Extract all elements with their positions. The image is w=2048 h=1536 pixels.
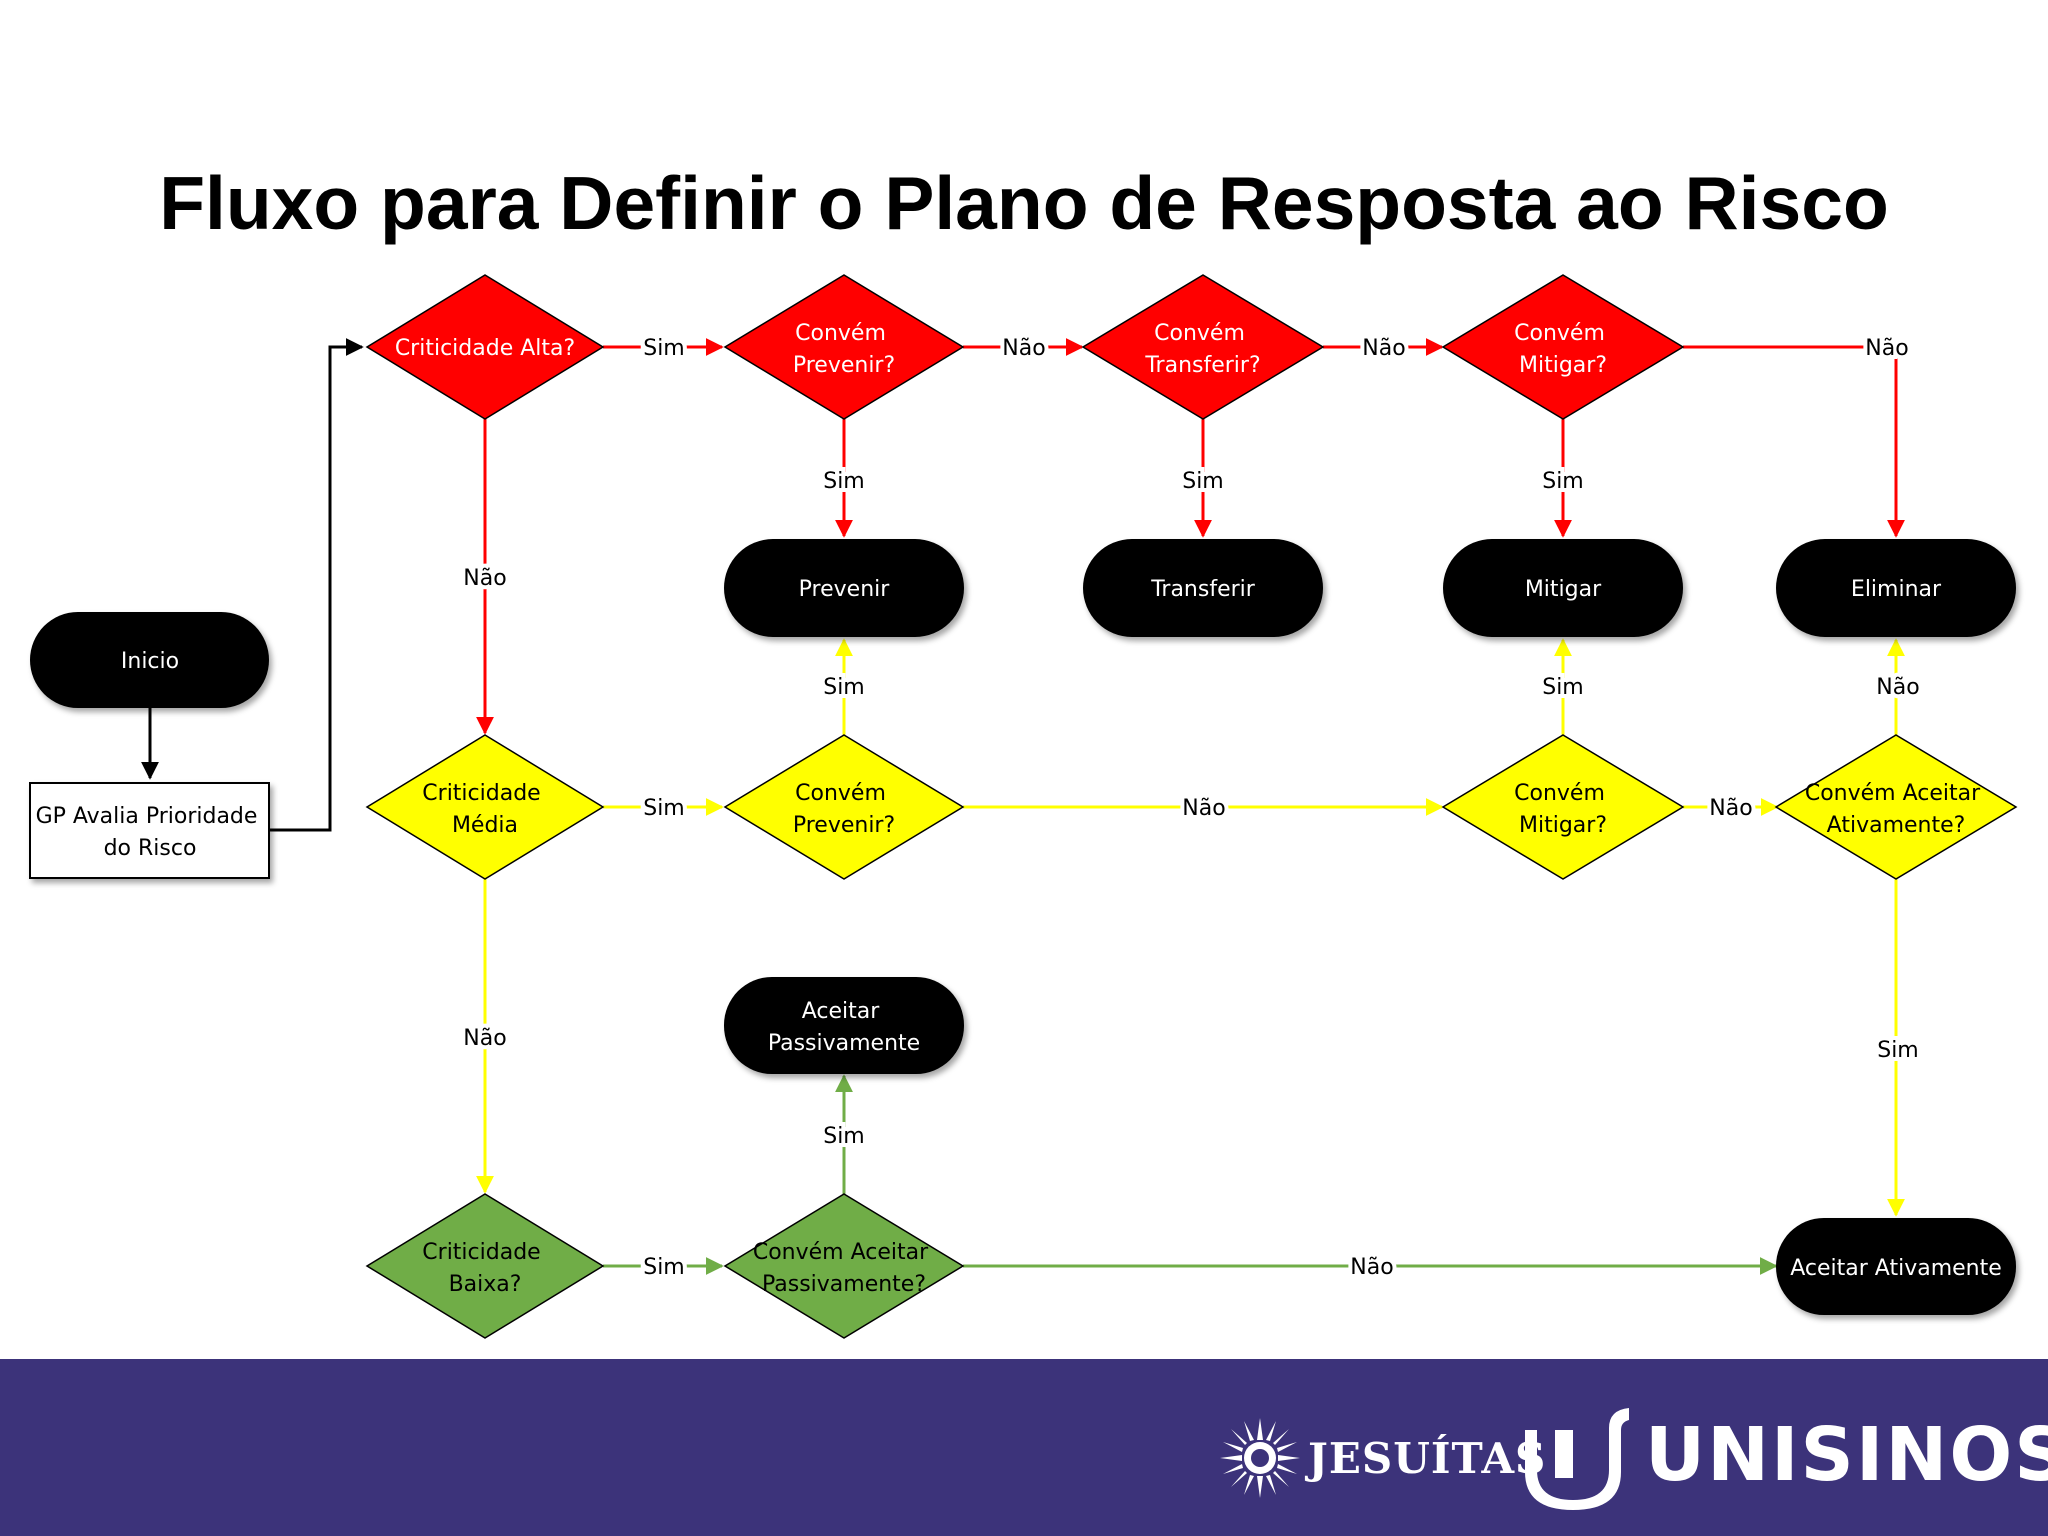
svg-text:Convém Mitigar?: Convém Mitigar? xyxy=(1514,781,1612,838)
decision-mitigar-red-line2: Mitigar? xyxy=(1519,353,1607,378)
nodes: Inicio GP Avalia Prioridade do Risco Cri… xyxy=(29,274,2018,1339)
node-inicio: Inicio xyxy=(30,612,269,708)
edge-label: Sim xyxy=(643,1255,685,1280)
unisinos-logo: UNISINOS xyxy=(1525,1400,2048,1510)
terminal-mitigar: Mitigar xyxy=(1443,539,1683,637)
decision-aceitar-ativamente-line1: Convém Aceitar xyxy=(1805,781,1981,806)
decision-transferir-red-line2: Transferir? xyxy=(1144,353,1260,378)
svg-text:Convém Mitigar?: Convém Mitigar? xyxy=(1514,321,1612,378)
svg-text:Convém Prevenir?: Convém Prevenir? xyxy=(793,781,895,838)
decision-prevenir-red-line2: Prevenir? xyxy=(793,353,895,378)
flowchart: Sim Não Não Não Sim Sim Sim Não Sim Sim … xyxy=(29,274,2018,1339)
terminal-transferir-label: Transferir xyxy=(1150,577,1256,602)
svg-text:Convém Aceitar Ativame: Convém Aceitar Ativamente? xyxy=(1805,781,1987,838)
edge-label: Não xyxy=(1002,336,1045,361)
terminal-aceitar-passivamente-line2: Passivamente xyxy=(768,1031,920,1056)
edge-avalia-alta xyxy=(270,338,364,832)
edge-label: Sim xyxy=(643,336,685,361)
decision-aceitar-ativamente: Convém Aceitar Ativamente? xyxy=(1774,734,2018,880)
svg-text:GP Avalia Prioridade d: GP Avalia Prioridade do Risco xyxy=(36,804,265,861)
node-avalia-line1: GP Avalia Prioridade xyxy=(36,804,258,829)
slide-title: Fluxo para Definir o Plano de Resposta a… xyxy=(159,161,1889,245)
decision-criticidade-baixa-line1: Criticidade xyxy=(422,1240,540,1265)
decision-prevenir-yellow-line1: Convém xyxy=(795,781,886,806)
svg-text:Criticidade Alta?: Criticidade Alta? xyxy=(395,336,575,361)
terminal-eliminar-label: Eliminar xyxy=(1851,577,1942,602)
edge-label: Sim xyxy=(823,469,865,494)
svg-text:Criticidade Média: Criticidade Média xyxy=(422,781,547,838)
edge-label: Sim xyxy=(1877,1038,1919,1063)
edge-mitigar-eliminar xyxy=(1683,345,1905,538)
decision-aceitar-passivamente-line1: Convém Aceitar xyxy=(753,1240,929,1265)
jesuitas-wordmark: JESUÍTAS xyxy=(1308,1433,1547,1483)
svg-text:Convém Prevenir?: Convém Prevenir? xyxy=(793,321,895,378)
edge-label: Não xyxy=(463,1026,506,1051)
decision-criticidade-baixa-line2: Baixa? xyxy=(449,1272,522,1297)
node-avalia-line2: do Risco xyxy=(104,836,197,861)
edge-labels: Sim Não Não Não Sim Sim Sim Não Sim Sim … xyxy=(459,332,1923,1284)
terminal-eliminar: Eliminar xyxy=(1776,539,2016,637)
terminal-prevenir: Prevenir xyxy=(724,539,964,637)
svg-text:Aceitar Passivamente: Aceitar Passivamente xyxy=(768,999,920,1056)
terminal-aceitar-ativamente: Aceitar Ativamente xyxy=(1776,1218,2016,1315)
terminal-prevenir-label: Prevenir xyxy=(799,577,891,602)
edge-label: Sim xyxy=(1542,469,1584,494)
sunburst-icon xyxy=(1220,1418,1300,1498)
svg-text:Criticidade Baixa?: Criticidade Baixa? xyxy=(422,1240,547,1297)
decision-mitigar-yellow-line1: Convém xyxy=(1514,781,1605,806)
terminal-aceitar-passivamente-line1: Aceitar xyxy=(802,999,881,1024)
edge-label: Sim xyxy=(1182,469,1224,494)
node-inicio-label: Inicio xyxy=(121,649,179,674)
decision-mitigar-red: Convém Mitigar? xyxy=(1441,274,1685,420)
edge-label: Sim xyxy=(823,1124,865,1149)
svg-text:Aceitar Ativamente: Aceitar Ativamente xyxy=(1790,1256,2002,1281)
svg-text:Mitigar: Mitigar xyxy=(1525,577,1602,602)
footer-band xyxy=(0,1359,2048,1536)
decision-prevenir-red: Convém Prevenir? xyxy=(723,274,965,420)
edge-label: Sim xyxy=(1542,675,1584,700)
jesuitas-logo: JESUÍTAS xyxy=(1220,1418,1546,1498)
edge-label: Não xyxy=(1182,796,1225,821)
edge-label: Sim xyxy=(823,675,865,700)
edge-label: Não xyxy=(1362,336,1405,361)
svg-text:Eliminar: Eliminar xyxy=(1851,577,1942,602)
unisinos-u-icon xyxy=(1525,1408,1629,1510)
decision-mitigar-yellow: Convém Mitigar? xyxy=(1441,734,1685,880)
terminal-aceitar-ativamente-label: Aceitar Ativamente xyxy=(1790,1256,2002,1281)
decision-aceitar-passivamente: Convém Aceitar Passivamente? xyxy=(723,1193,965,1339)
edge-label: Sim xyxy=(643,796,685,821)
decision-transferir-red-line1: Convém xyxy=(1154,321,1245,346)
decision-prevenir-yellow: Convém Prevenir? xyxy=(723,734,965,880)
edge-label: Não xyxy=(1350,1255,1393,1280)
decision-criticidade-alta: Criticidade Alta? xyxy=(365,274,605,420)
terminal-transferir: Transferir xyxy=(1083,539,1323,637)
svg-text:Convém Transferir?: Convém Transferir? xyxy=(1144,321,1260,378)
decision-prevenir-yellow-line2: Prevenir? xyxy=(793,813,895,838)
connectors xyxy=(141,338,1905,1275)
edge-label: Não xyxy=(1876,675,1919,700)
decision-criticidade-baixa: Criticidade Baixa? xyxy=(365,1193,605,1339)
decision-aceitar-passivamente-line2: Passivamente? xyxy=(762,1272,926,1297)
edge-label: Não xyxy=(1709,796,1752,821)
decision-aceitar-ativamente-line2: Ativamente? xyxy=(1827,813,1966,838)
decision-mitigar-red-line1: Convém xyxy=(1514,321,1605,346)
decision-criticidade-media-line1: Criticidade xyxy=(422,781,540,806)
svg-text:Prevenir: Prevenir xyxy=(799,577,891,602)
edge-label: Não xyxy=(463,566,506,591)
svg-text:Convém Aceitar Passiva: Convém Aceitar Passivamente? xyxy=(753,1240,935,1297)
decision-criticidade-media: Criticidade Média xyxy=(365,734,605,880)
decision-criticidade-alta-label: Criticidade Alta? xyxy=(395,336,575,361)
decision-prevenir-red-line1: Convém xyxy=(795,321,886,346)
terminal-aceitar-passivamente: Aceitar Passivamente xyxy=(724,977,964,1074)
node-avalia: GP Avalia Prioridade do Risco xyxy=(29,782,270,879)
unisinos-wordmark: UNISINOS xyxy=(1645,1412,2048,1498)
terminal-mitigar-label: Mitigar xyxy=(1525,577,1602,602)
edge-label: Não xyxy=(1865,336,1908,361)
decision-criticidade-media-line2: Média xyxy=(452,813,518,838)
decision-transferir-red: Convém Transferir? xyxy=(1081,274,1325,420)
svg-text:Transferir: Transferir xyxy=(1150,577,1256,602)
decision-mitigar-yellow-line2: Mitigar? xyxy=(1519,813,1607,838)
